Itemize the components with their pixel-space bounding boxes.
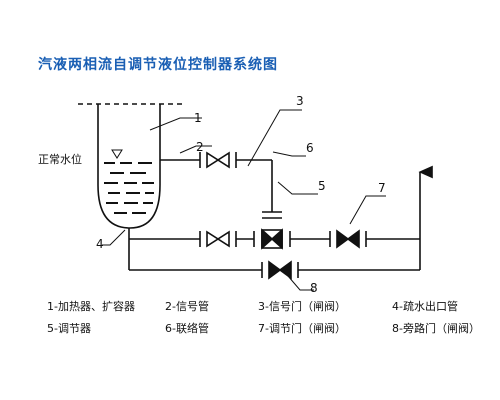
legend-item: 3-信号门（闸阀） [258,300,346,313]
legend-item: 2-信号管 [165,300,209,313]
callout-1: 1 [194,111,202,125]
bypass-valve-icon [268,260,292,280]
legend-item: 8-旁路门（闸阀） [392,322,480,335]
callout-4: 4 [96,237,104,251]
water-surface [104,162,154,214]
control-valve-icon [336,229,360,249]
legend-item: 4-疏水出口管 [392,300,458,313]
legend-row: 1-加热器、扩容器 2-信号管 3-信号门（闸阀） 4-疏水出口管 [47,296,477,318]
connecting-pipe [262,160,282,219]
callout-2: 2 [196,140,204,154]
callout-5: 5 [318,179,326,193]
normal-water-level-label: 正常水位 [38,152,82,166]
bypass-pipe [129,262,420,278]
water-level-icon [111,149,123,159]
legend-item: 7-调节门（闸阀） [258,322,346,335]
diagram-title: 汽液两相流自调节液位控制器系统图 [38,57,278,73]
callout-6: 6 [306,141,314,155]
regulator-icon [261,228,283,250]
signal-valve-icon [206,151,230,169]
signal-pipe [160,152,272,168]
callout-8: 8 [310,281,318,295]
callout-7: 7 [378,181,386,195]
legend-item: 6-联络管 [165,322,209,335]
isolation-valve-icon [206,230,230,248]
vessel [78,103,184,229]
drain-outlet-pipe [128,165,433,270]
callout-3: 3 [296,94,304,108]
leader-lines [102,109,386,291]
legend-item: 1-加热器、扩容器 [47,300,135,313]
legend-item: 5-调节器 [47,322,91,335]
legend-row: 5-调节器 6-联络管 7-调节门（闸阀） 8-旁路门（闸阀） [47,318,480,340]
legend: 1-加热器、扩容器 2-信号管 3-信号门（闸阀） 4-疏水出口管 5-调节器 … [47,296,480,340]
